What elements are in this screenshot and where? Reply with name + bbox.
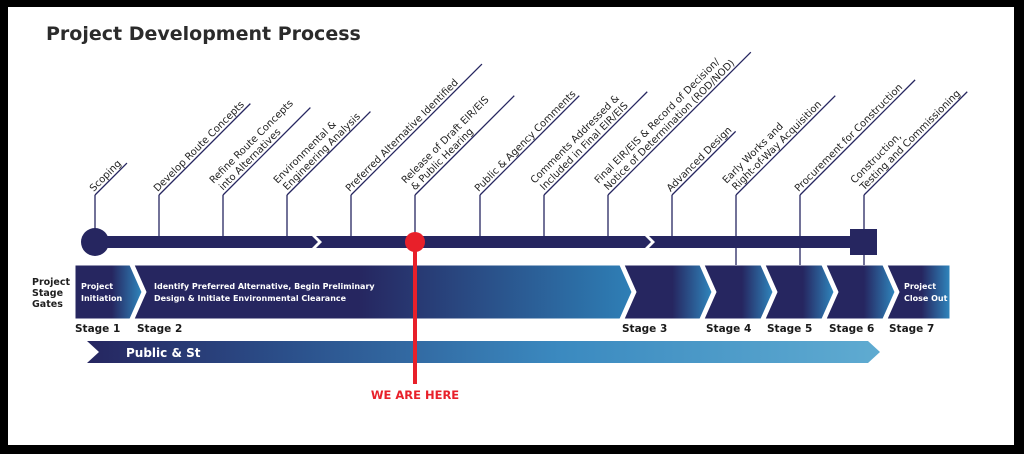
milestone-label: Scoping [88,158,124,194]
timeline-segment-1 [95,236,318,248]
stage-name: Stage 2 [137,323,182,335]
public-bar-arrow [87,341,880,363]
timeline [81,228,877,256]
milestone-label: Release of Draft EIR/EIS [400,94,492,186]
stage-gates: ProjectStageGatesProjectInitiationStage … [32,248,951,335]
milestone: Environmental &Engineering Analysis [272,111,371,236]
milestone-label: Notice of Determination (ROD/NOD) [602,58,737,193]
stage-chevron-4 [703,264,774,320]
milestone-leader-line [414,95,515,196]
stage-description: Initiation [81,294,122,303]
milestone: Construction,Testing and Commissioning [849,88,968,236]
milestone-leader-line [543,91,648,196]
public-stakeholder-bar: Public & St [87,341,880,363]
stage-description: Close Out [904,294,948,303]
we-are-here-label: WE ARE HERE [371,388,459,402]
marker-dot [405,232,425,252]
stage-description: Design & Initiate Environmental Clearanc… [154,294,347,303]
milestone-label-group: Construction,Testing and Commissioning [849,88,963,193]
milestone-leader-line [607,51,752,196]
timeline-segment-2 [316,236,651,248]
timeline-segment-3 [649,236,870,248]
milestone-leader-line [671,130,737,196]
diagram-canvas [8,7,1014,445]
milestone-leader-line [350,63,483,196]
current-position-marker: WE ARE HERE [371,232,459,402]
stage-gates-label: Stage [32,288,63,299]
milestone-leader-line [479,95,580,196]
stage-chevron-7 [886,264,951,320]
stage-chevron-5 [764,264,835,320]
stage-gates-label: Project [32,277,71,288]
timeline-start-circle [81,228,109,256]
stage-gates-label: Gates [32,299,63,310]
milestone: Scoping [88,158,128,236]
milestone-label-group: Advanced Design [665,125,734,194]
stage-chevron-2 [133,264,633,320]
page-title: Project Development Process [46,23,361,45]
milestone-leader-line [799,79,916,196]
milestone-leader-line [286,111,371,196]
stage-chevron-6 [825,264,896,320]
milestone-label-group: Scoping [88,158,124,194]
milestone-label: Testing and Commissioning [858,88,963,193]
milestone: Preferred Alternative Identified [344,63,483,236]
stage-chevron-3 [623,264,713,320]
stage-description: Identify Preferred Alternative, Begin Pr… [154,282,375,291]
milestone-leader-line [735,95,836,196]
milestone-leader-line [94,162,128,196]
stage-chevron-1 [74,264,143,320]
stage-name: Stage 1 [75,323,120,335]
stage-name: Stage 4 [706,323,751,335]
stage-name: Stage 5 [767,323,812,335]
stage-name: Stage 6 [829,323,874,335]
milestone-leader-line [222,107,311,196]
stage-name: Stage 3 [622,323,667,335]
stage-description: Project [904,282,936,291]
stage-name: Stage 7 [889,323,934,335]
milestone-leader-line [158,103,251,196]
public-bar-label: Public & St [126,346,201,360]
milestone-leader-line [863,91,968,196]
stage-description: Project [81,282,113,291]
milestone-label: Advanced Design [665,125,734,194]
